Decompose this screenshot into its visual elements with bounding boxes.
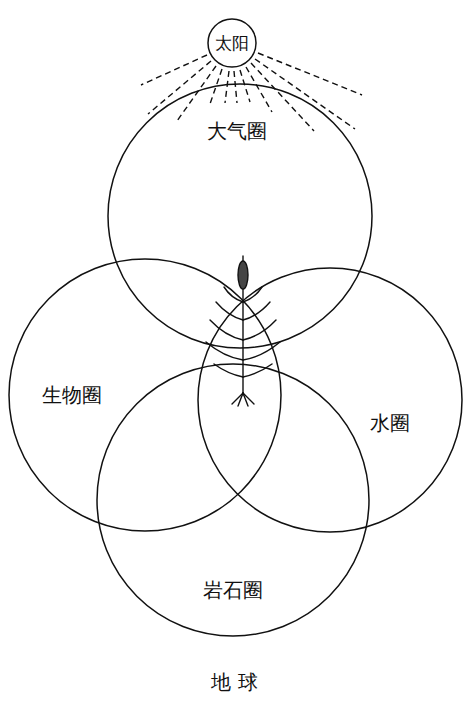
sun-ray [225, 71, 229, 103]
circle-border [208, 19, 256, 67]
sphere-circle: 岩石圈 [96, 363, 370, 637]
sun-ray [240, 70, 250, 102]
sun-ray [234, 71, 237, 103]
sphere-label: 生物圈 [42, 383, 103, 407]
sun-ray [255, 59, 355, 129]
plant-stem [242, 288, 243, 395]
sun-label: 太阳 [215, 33, 250, 53]
sun-ray [177, 66, 216, 121]
circle-border [9, 259, 281, 531]
sphere-label: 水圈 [370, 411, 411, 435]
plant-spike [238, 261, 248, 289]
sphere-label: 大气圈 [207, 119, 268, 143]
plant-leaf [214, 364, 243, 377]
circle-border [108, 84, 372, 348]
sphere-circle: 水圈 [197, 267, 463, 533]
plant-root [238, 393, 243, 406]
circle-border [97, 364, 369, 636]
caption-holder: 地 球 [0, 670, 469, 694]
plant-leaf [210, 320, 243, 340]
plant-root [243, 393, 254, 404]
sun-ray [141, 55, 207, 85]
caption: 地 球 [211, 670, 257, 694]
sun-circle: 太阳 [207, 18, 257, 68]
sphere-label: 岩石圈 [203, 578, 264, 602]
circle-border [198, 268, 462, 532]
sun-ray [246, 67, 272, 112]
sphere-circle: 生物圈 [8, 258, 282, 532]
circle-outline [197, 267, 463, 533]
sphere-circle: 大气圈 [107, 83, 373, 349]
plant-leaf [224, 287, 243, 302]
